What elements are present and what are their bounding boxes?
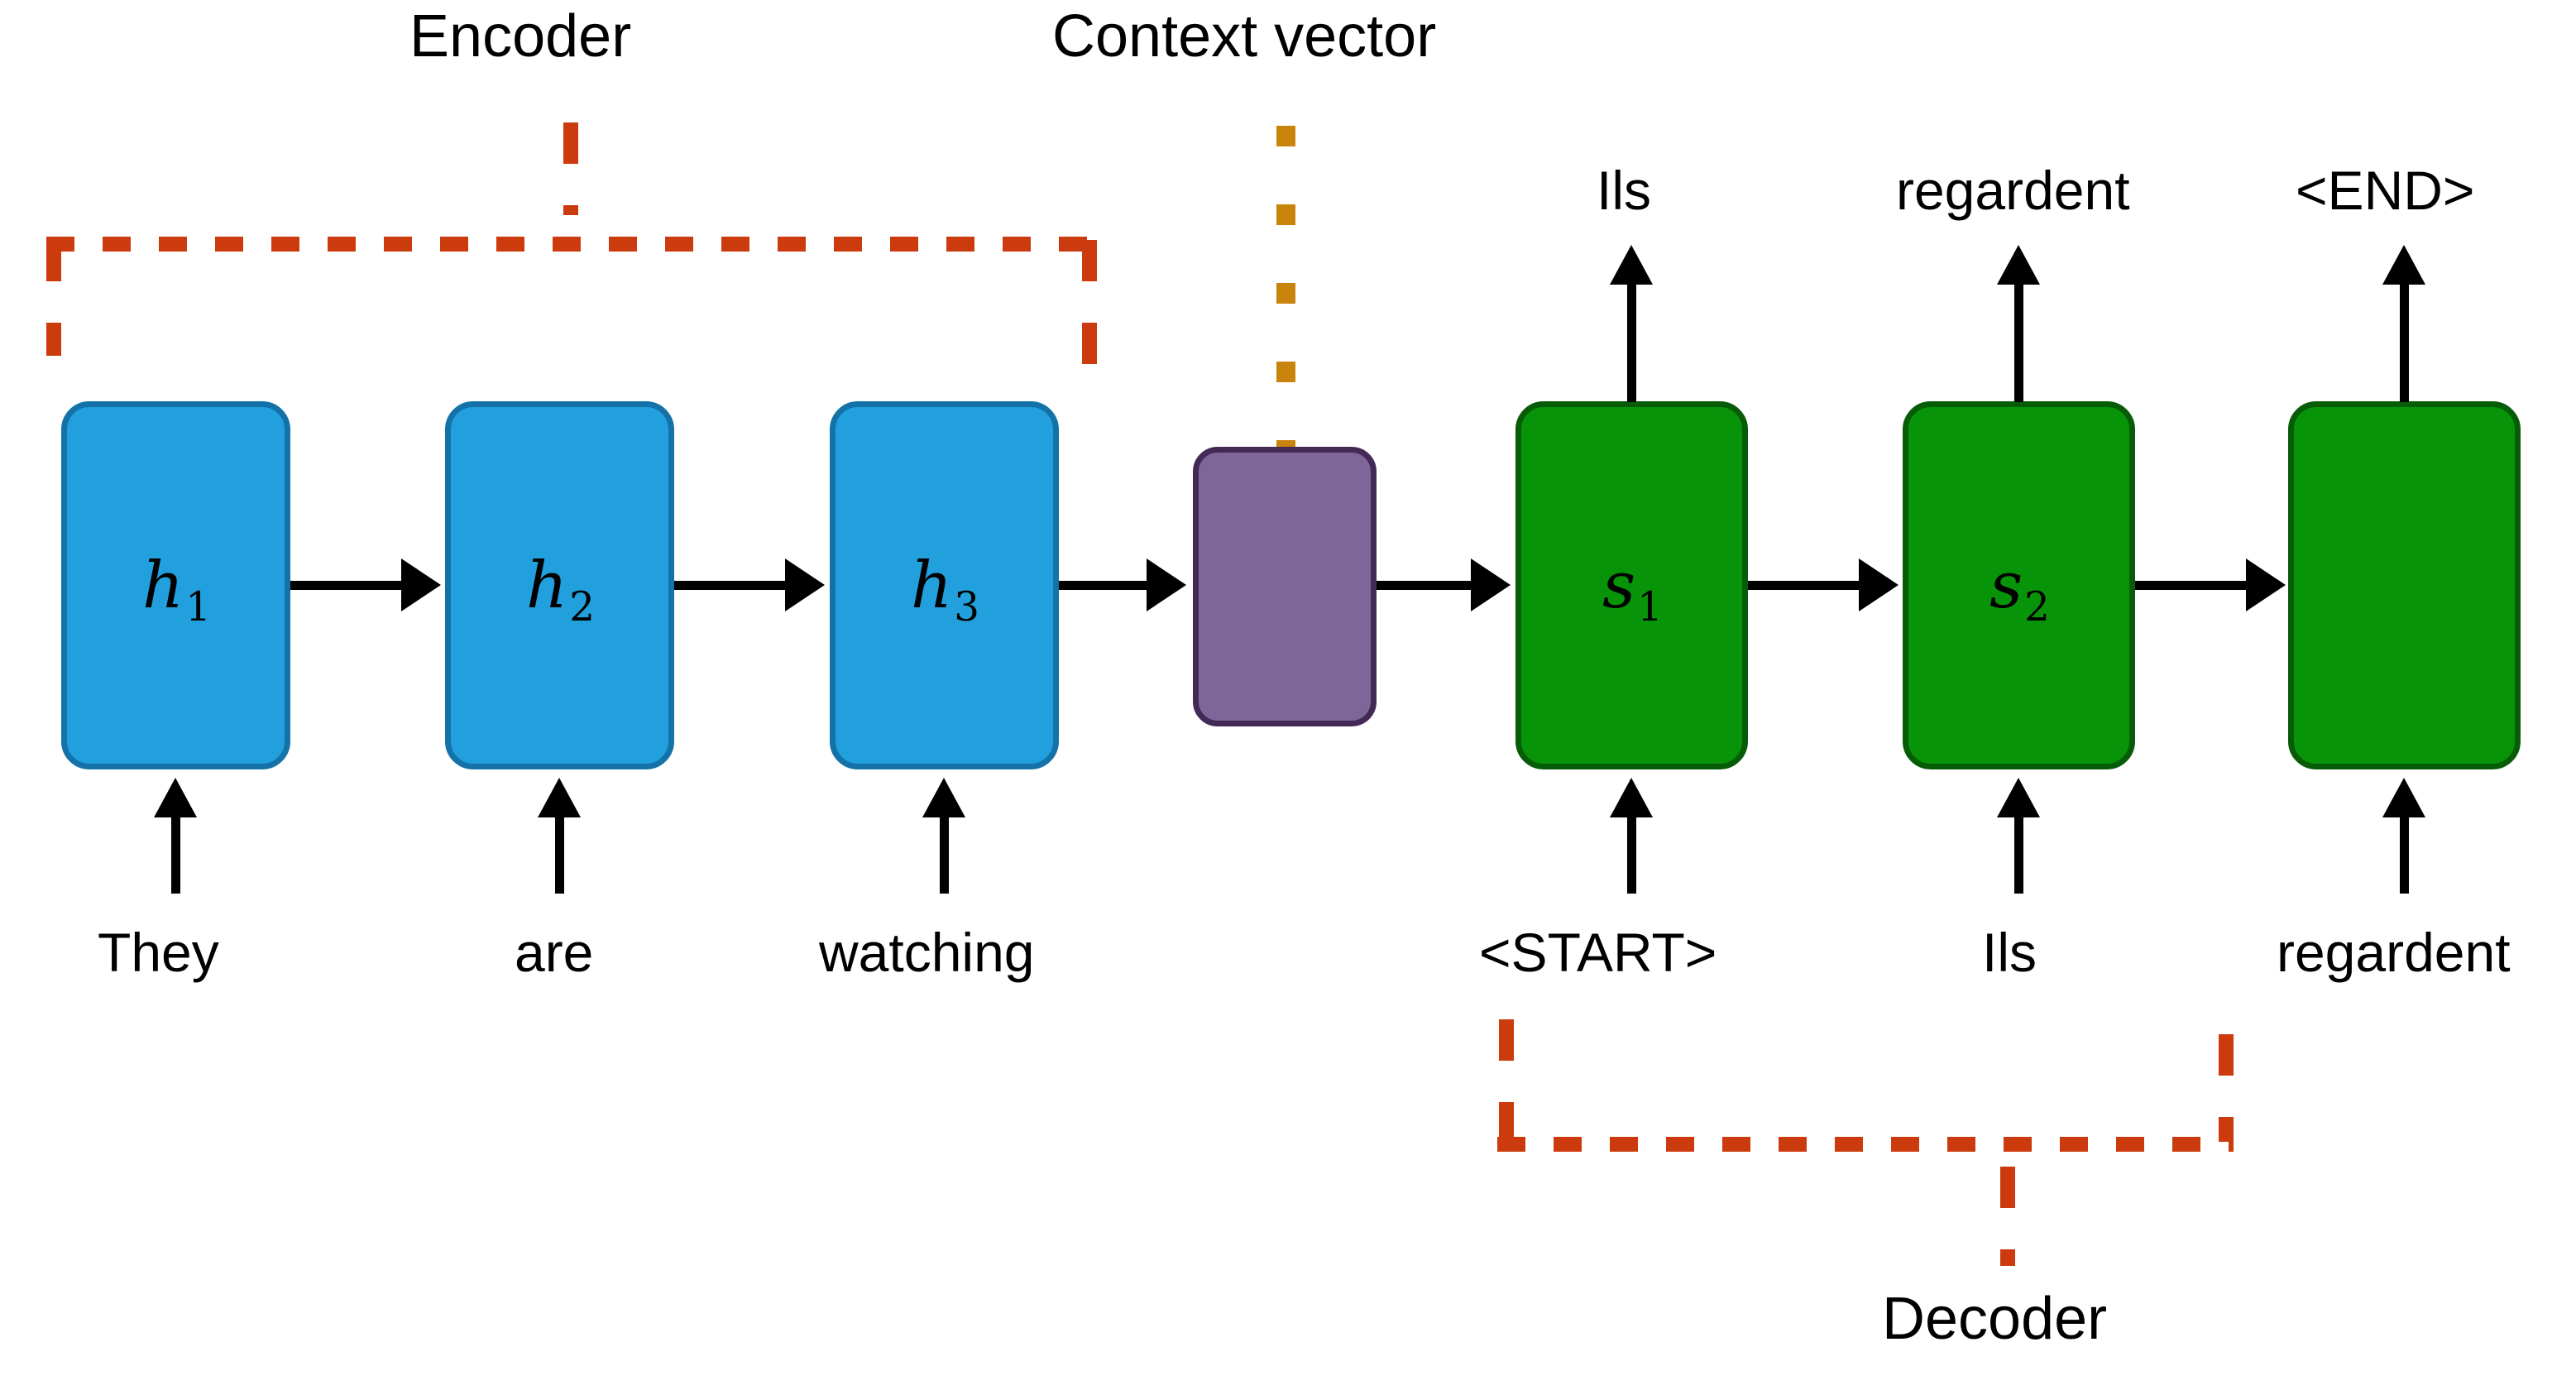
arrow-h1-to-h2-head (401, 558, 441, 611)
decoder-bracket-right-leg (2219, 1034, 2234, 1142)
arrow-output-ils-head (1610, 245, 1653, 285)
input-word-start: <START> (1479, 922, 1717, 983)
output-word-ils: Ils (1597, 160, 1651, 221)
arrow-s1-to-s2-line (1748, 581, 1864, 590)
input-word-they: They (98, 922, 219, 983)
arrow-output-regardent-line (2014, 281, 2023, 402)
input-word-are: are (515, 922, 594, 983)
arrow-s2-to-s3-head (2246, 558, 2286, 611)
encoder-label: Encoder (409, 3, 632, 70)
input-word-ils: Ils (1982, 922, 2037, 983)
arrow-output-ils-line (1627, 281, 1636, 402)
output-word-regardent: regardent (1896, 160, 2130, 221)
output-word-end: <END> (2296, 160, 2475, 221)
encoder-bracket-stem (563, 122, 578, 215)
arrow-h2-to-h3-line (674, 581, 790, 590)
arrow-output-regardent-head (1997, 245, 2040, 285)
arrow-output-end-line (2400, 281, 2409, 402)
context-vector-cell[interactable] (1193, 447, 1377, 726)
arrow-input-ils-line (2014, 815, 2023, 894)
decoder-bracket-stem (2000, 1167, 2015, 1266)
arrow-input-they-head (154, 778, 197, 817)
decoder-bracket-left-leg (1499, 1019, 1514, 1140)
arrow-context-to-s1-head (1471, 558, 1511, 611)
arrow-input-watching-head (922, 778, 965, 817)
arrow-input-regardent-head (2382, 778, 2425, 817)
arrow-input-start-line (1627, 815, 1636, 894)
arrow-input-are-line (555, 815, 564, 894)
arrow-input-regardent-line (2400, 815, 2409, 894)
arrow-h3-to-context-head (1147, 558, 1186, 611)
arrow-s2-to-s3-line (2135, 581, 2251, 590)
context-vector-label: Context vector (1052, 3, 1437, 70)
decoder-bracket-bottom (1497, 1137, 2234, 1152)
arrow-h3-to-context-line (1059, 581, 1150, 590)
arrow-input-watching-line (940, 815, 949, 894)
arrow-input-ils-head (1997, 778, 2040, 817)
encoder-bracket-right-leg (1082, 240, 1097, 364)
decoder-label: Decoder (1882, 1286, 2108, 1352)
input-word-watching: watching (819, 922, 1035, 983)
arrow-input-they-line (171, 815, 180, 894)
arrow-s1-to-s2-head (1859, 558, 1898, 611)
arrow-input-start-head (1610, 778, 1653, 817)
encoder-bracket-left-leg (46, 240, 61, 356)
encoder-bracket-top (46, 237, 1097, 252)
arrow-h2-to-h3-head (785, 558, 825, 611)
context-vector-dotted-line (1276, 126, 1295, 447)
arrow-h1-to-h2-line (290, 581, 406, 590)
input-word-regardent: regardent (2277, 922, 2511, 983)
arrow-output-end-head (2382, 245, 2425, 285)
arrow-context-to-s1-line (1377, 581, 1474, 590)
decoder-cell-s3[interactable] (2288, 401, 2521, 769)
arrow-input-are-head (538, 778, 581, 817)
